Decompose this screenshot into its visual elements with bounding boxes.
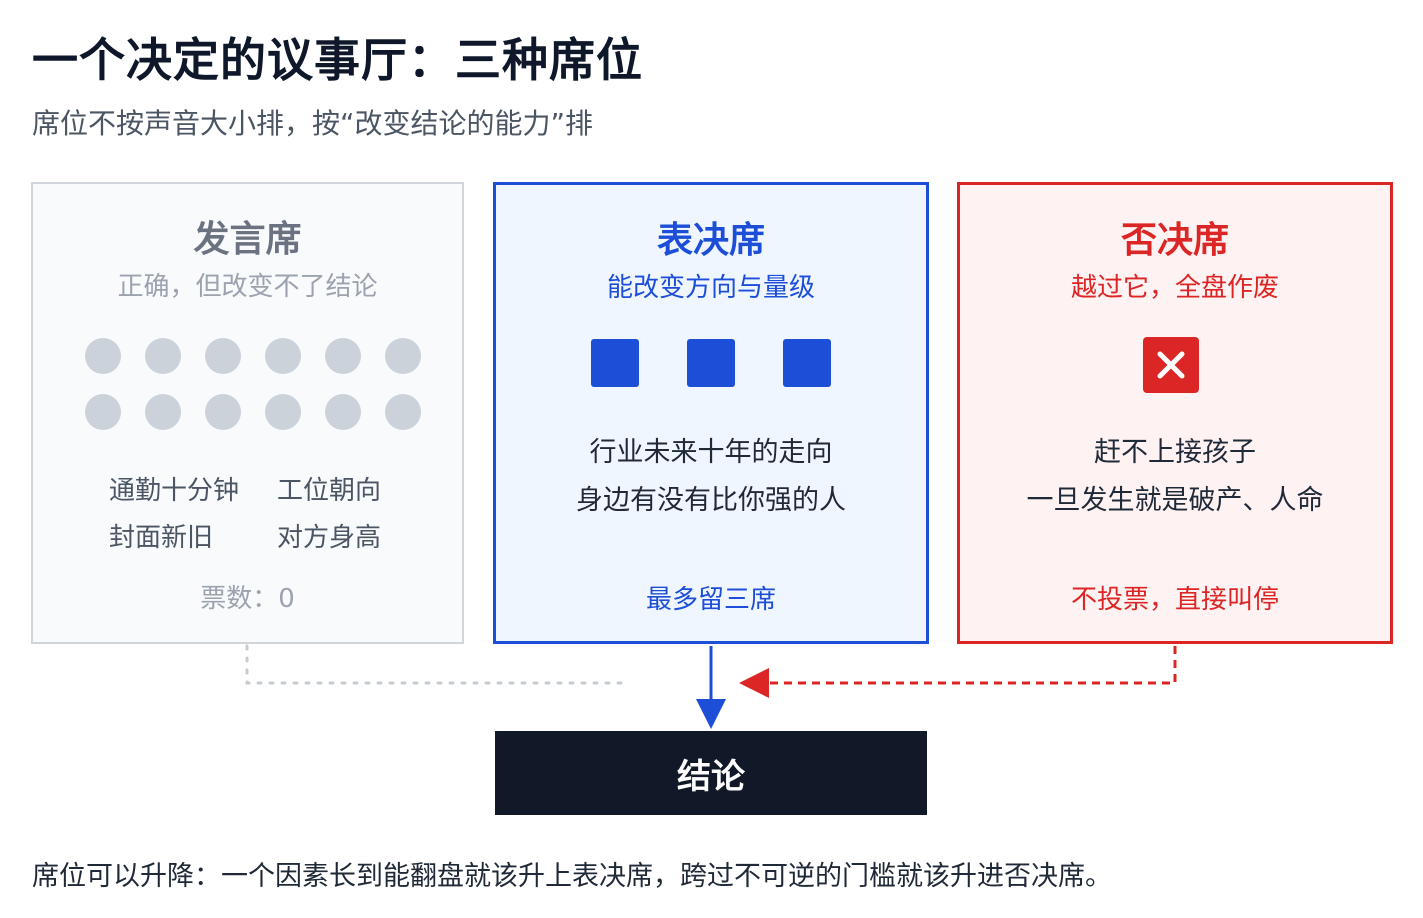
veto-seat-card: 否决席 越过它，全盘作废 赶不上接孩子 一旦发生就是破产、人命 不投票，直接叫停 — [957, 182, 1393, 644]
veto-seat-footer: 不投票，直接叫停 — [1070, 585, 1279, 615]
conclusion-box: 结论 — [495, 731, 927, 815]
veto-x-icon — [1143, 337, 1199, 393]
factor-item: 封面新旧 — [109, 523, 214, 553]
seat-dot-icon — [145, 338, 181, 374]
speak-seat-dots — [85, 338, 425, 430]
veto-seat-line: 赶不上接孩子 — [1094, 437, 1256, 468]
vote-seat-card: 表决席 能改变方向与量级 行业未来十年的走向 身边有没有比你强的人 最多留三席 — [493, 182, 929, 644]
vote-seat-square-icon — [687, 339, 735, 387]
veto-seat-title: 否决席 — [1120, 220, 1229, 261]
speak-seat-title: 发言席 — [193, 219, 302, 260]
vote-seat-line: 身边有没有比你强的人 — [576, 485, 846, 516]
seat-dot-icon — [265, 394, 301, 430]
speak-seat-factors: 通勤十分钟 工位朝向 封面新旧 对方身高 — [109, 470, 407, 554]
veto-seat-subtitle: 越过它，全盘作废 — [1070, 273, 1279, 303]
factor-item: 工位朝向 — [277, 476, 382, 506]
veto-seat-lines: 赶不上接孩子 一旦发生就是破产、人命 — [960, 429, 1390, 525]
speak-connector — [245, 644, 632, 685]
factor-item: 对方身高 — [277, 523, 382, 553]
seat-dot-icon — [205, 338, 241, 374]
seat-dot-icon — [85, 394, 121, 430]
seat-dot-icon — [325, 394, 361, 430]
speak-seat-subtitle: 正确，但改变不了结论 — [117, 272, 378, 302]
vote-seat-square-icon — [783, 339, 831, 387]
vote-seat-lines: 行业未来十年的走向 身边有没有比你强的人 — [496, 429, 926, 525]
footnote: 席位可以升降：一个因素长到能翻盘就该升上表决席，跨过不可逆的门槛就该升进否决席。 — [32, 861, 1112, 892]
veto-seat-line: 一旦发生就是破产、人命 — [1026, 485, 1324, 516]
speak-seat-card: 发言席 正确，但改变不了结论 通勤十分钟 工位朝向 封面新旧 对方身高 票数：0 — [31, 182, 464, 644]
vote-seat-square-icon — [591, 339, 639, 387]
seat-dot-icon — [385, 338, 421, 374]
seat-dot-icon — [145, 394, 181, 430]
vote-seat-subtitle: 能改变方向与量级 — [606, 273, 815, 303]
speak-seat-footer: 票数：0 — [200, 584, 295, 614]
vote-seat-line: 行业未来十年的走向 — [589, 437, 833, 468]
page-subtitle: 席位不按声音大小排，按“改变结论的能力”排 — [32, 107, 594, 140]
factor-item: 通勤十分钟 — [109, 476, 240, 506]
seat-dot-icon — [205, 394, 241, 430]
page-title: 一个决定的议事厅：三种席位 — [32, 33, 643, 87]
seat-dot-icon — [265, 338, 301, 374]
seat-dot-icon — [325, 338, 361, 374]
vote-seat-title: 表决席 — [656, 220, 765, 261]
seat-dot-icon — [85, 338, 121, 374]
vote-seat-footer: 最多留三席 — [645, 585, 776, 615]
seat-dot-icon — [385, 394, 421, 430]
veto-connector — [739, 646, 1177, 698]
vote-seat-squares — [591, 339, 831, 387]
